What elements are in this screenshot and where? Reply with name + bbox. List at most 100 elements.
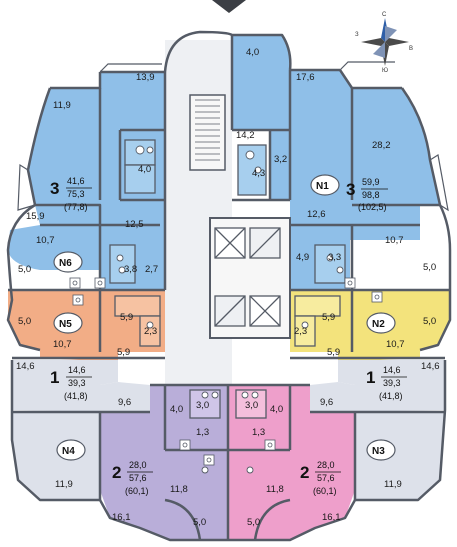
compass-south-label: Ю bbox=[382, 68, 388, 74]
apartment-n5-summary: 1 14,6 39,3 (41,8) bbox=[50, 365, 92, 401]
room-area: 10,7 bbox=[386, 339, 405, 350]
room-area: 17,6 bbox=[296, 72, 315, 83]
room-area: 2,7 bbox=[145, 264, 158, 275]
room-area: 5,0 bbox=[247, 517, 260, 528]
apartment-n3-total: 57,6 bbox=[317, 473, 335, 483]
room-area: 5,9 bbox=[322, 312, 335, 323]
apartment-n6-total: 75,3 bbox=[67, 189, 85, 199]
room-area: 15,9 bbox=[26, 211, 45, 222]
apartment-n4-total: 57,6 bbox=[129, 473, 147, 483]
compass-north-label: С bbox=[382, 12, 387, 18]
apartment-n6-fill[interactable] bbox=[8, 72, 165, 290]
room-area: 3,0 bbox=[196, 400, 209, 411]
stove-icons bbox=[69, 277, 383, 466]
room-area: 3,8 bbox=[124, 264, 137, 275]
room-area: 4,9 bbox=[296, 252, 309, 263]
bathroom-outlines-orange bbox=[114, 295, 161, 347]
apartment-n3-total-balcony: (60,1) bbox=[313, 486, 337, 496]
room-area-labels: 4,0 13,9 17,6 11,9 28,2 14,2 4,0 3,2 4,3… bbox=[16, 47, 440, 528]
compass-east-label: В bbox=[409, 46, 413, 52]
apartment-n6-living: 41,6 bbox=[67, 176, 85, 186]
apartment-n4-badge: N4 bbox=[62, 446, 75, 457]
apartment-n4-total-balcony: (60,1) bbox=[125, 486, 149, 496]
room-area: 28,2 bbox=[372, 140, 391, 151]
entrance-arrow-icon bbox=[212, 0, 246, 13]
room-area: 16,1 bbox=[112, 512, 131, 523]
apartment-n3-outer-fill bbox=[355, 412, 445, 500]
apartment-n2-summary: 1 14,6 39,3 (41,8) bbox=[366, 365, 407, 401]
bay-windows bbox=[17, 61, 449, 212]
elevator-cars bbox=[214, 227, 281, 327]
plumbing-fixtures bbox=[116, 145, 344, 474]
room-area: 10,7 bbox=[53, 339, 72, 350]
room-area: 9,6 bbox=[118, 397, 131, 408]
apartment-n1-total: 98,8 bbox=[362, 190, 380, 200]
room-area: 11,8 bbox=[170, 484, 188, 495]
apartment-n5-total-balcony: (41,8) bbox=[64, 391, 88, 401]
room-area: 5,0 bbox=[423, 262, 436, 273]
apartment-n6-rooms: 3 bbox=[50, 179, 59, 198]
room-area: 10,7 bbox=[36, 235, 55, 246]
apartment-n1-badge: N1 bbox=[316, 181, 329, 192]
room-area: 5,9 bbox=[117, 347, 130, 358]
apartment-n5-corner-fill bbox=[100, 382, 150, 412]
apartment-n2-total-balcony: (41,8) bbox=[379, 391, 403, 401]
apartment-n3-fill[interactable] bbox=[228, 385, 355, 540]
compass-rose: С В Ю З bbox=[355, 12, 413, 74]
room-area: 16,1 bbox=[322, 512, 341, 523]
room-area: 3,0 bbox=[245, 400, 258, 411]
apartment-n2-total: 39,3 bbox=[383, 378, 401, 388]
stair-shaft bbox=[189, 94, 226, 171]
apartment-n3-living: 28,0 bbox=[317, 460, 335, 470]
room-area: 10,7 bbox=[385, 235, 404, 246]
apartment-n4-rooms: 2 bbox=[112, 463, 121, 482]
room-area: 5,9 bbox=[120, 312, 133, 323]
apartment-n1-total-balcony: (102,5) bbox=[358, 202, 387, 212]
bathroom-outlines bbox=[109, 139, 346, 284]
room-area: 5,0 bbox=[18, 264, 31, 275]
apartment-n2-living: 14,6 bbox=[383, 365, 401, 375]
apartment-n5-rooms: 1 bbox=[50, 368, 59, 387]
room-area: 12,6 bbox=[307, 209, 326, 220]
room-area: 14,6 bbox=[421, 361, 440, 372]
apartment-n2-badge: N2 bbox=[372, 319, 385, 330]
compass-west-label: З bbox=[355, 32, 359, 38]
room-area: 4,0 bbox=[270, 404, 283, 415]
room-area: 4,0 bbox=[246, 47, 259, 58]
apartment-n3-badge: N3 bbox=[372, 446, 385, 457]
room-area: 12,5 bbox=[125, 219, 144, 230]
apartment-n2-corner-fill bbox=[310, 382, 355, 412]
apartment-n5-living: 14,6 bbox=[68, 365, 86, 375]
room-area: 9,6 bbox=[320, 397, 333, 408]
apartment-n4-outer-fill bbox=[12, 412, 100, 500]
room-area: 4,3 bbox=[252, 168, 265, 179]
stairs bbox=[195, 99, 220, 161]
room-area: 2,3 bbox=[144, 326, 157, 337]
apartment-n1-rooms: 3 bbox=[346, 180, 355, 199]
room-area: 5,9 bbox=[327, 347, 340, 358]
room-area: 11,9 bbox=[53, 100, 71, 111]
apartment-n3-rooms: 2 bbox=[300, 463, 309, 482]
room-area: 4,0 bbox=[138, 164, 151, 175]
room-area: 14,6 bbox=[16, 361, 35, 372]
apartment-n6-badge: N6 bbox=[59, 258, 72, 269]
room-area: 14,2 bbox=[236, 130, 255, 141]
bathroom-outlines-yellow bbox=[294, 295, 341, 347]
room-area: 11,9 bbox=[384, 479, 402, 490]
room-area: 3,3 bbox=[328, 252, 341, 263]
room-area: 5,0 bbox=[423, 316, 436, 327]
room-area: 5,0 bbox=[18, 316, 31, 327]
apartment-badges: N1 N2 N3 N4 N5 N6 bbox=[53, 174, 396, 461]
room-area: 3,2 bbox=[274, 154, 287, 165]
room-area: 4,0 bbox=[170, 404, 183, 415]
apartment-n6-total-balcony: (77,8) bbox=[64, 202, 88, 212]
walls bbox=[6, 30, 452, 542]
apartment-n2-living-fill bbox=[338, 360, 445, 412]
apartment-n4-fill[interactable] bbox=[100, 385, 228, 540]
apartment-n4-living: 28,0 bbox=[129, 460, 147, 470]
apartment-n5-badge: N5 bbox=[59, 319, 72, 330]
apartment-n5-living-fill bbox=[12, 360, 118, 412]
room-area: 2,3 bbox=[294, 326, 307, 337]
apartment-n1-living: 59,9 bbox=[362, 177, 380, 187]
